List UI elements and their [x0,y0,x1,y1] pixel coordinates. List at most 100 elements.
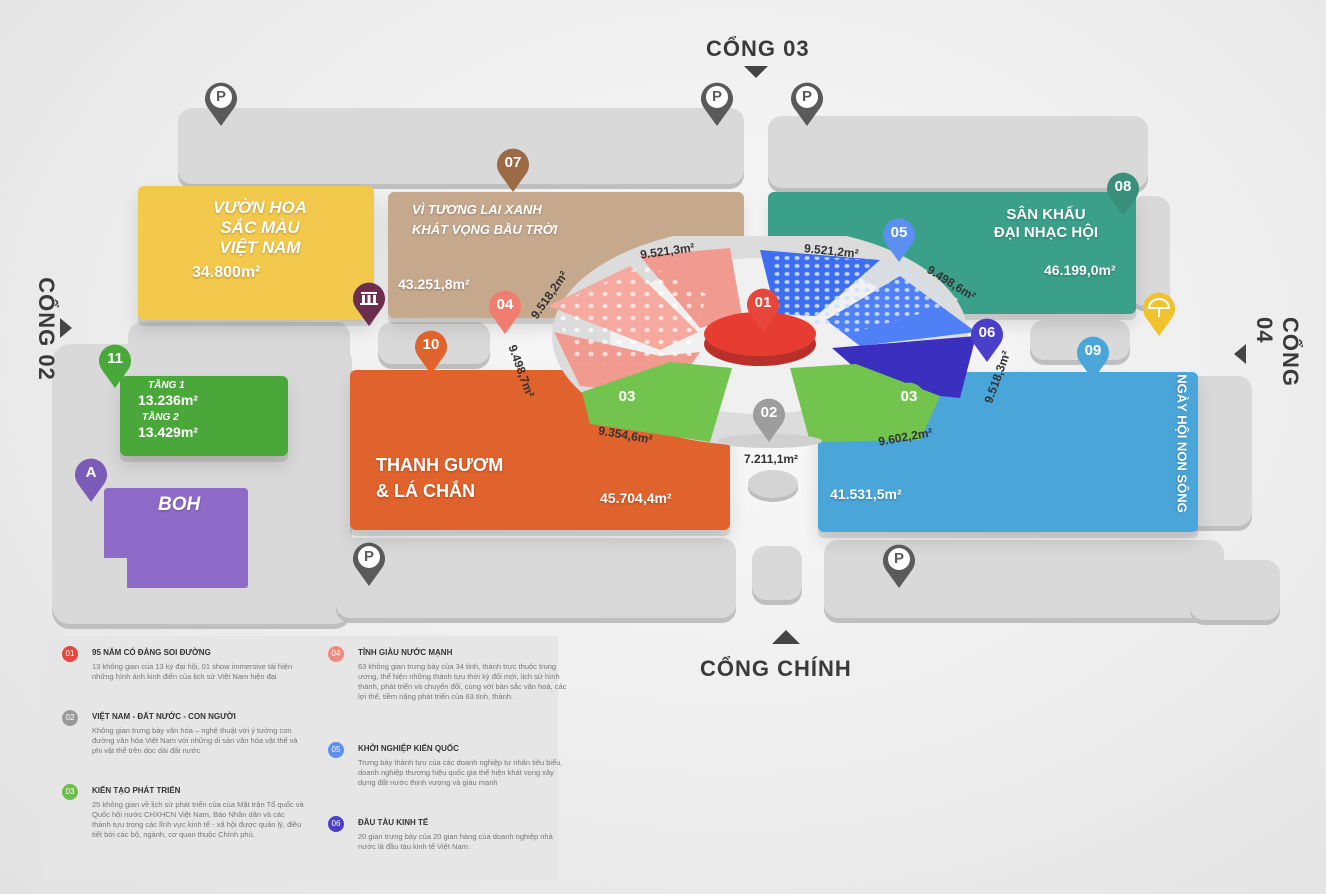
zone-11-floor1-area: 13.236m² [138,392,198,408]
zone-11-floor2-label: TẦNG 2 [142,412,179,423]
map-pin-icon [489,290,521,334]
legend-badge: 01 [62,646,78,662]
map-pin-icon [497,148,529,192]
legend-item-03: 03 KIẾN TẠO PHÁT TRIỂN 25 không gian về … [62,784,304,874]
map-pin-icon [883,218,915,262]
zone-pin-03-left[interactable]: 03 [608,380,646,428]
parking-pin-5[interactable]: P [880,542,918,590]
zone-02-pedestal [718,434,822,448]
legend-item-04: 04 TỈNH GIÀU NƯỚC MẠNH 63 không gian trư… [328,646,568,746]
zone-pin-09[interactable]: 09 [1074,334,1112,382]
parking-pin-3[interactable]: P [788,80,826,128]
gate-03-arrow-icon [744,66,768,78]
map-pin-icon [1107,172,1139,216]
zone-pin-07[interactable]: 07 [494,146,532,194]
legend-desc: Không gian trưng bày văn hóa – nghệ thuậ… [92,726,298,755]
map-pin-icon [753,398,785,442]
zone-garden-block[interactable] [138,186,374,320]
gate-main-label: CỔNG CHÍNH [700,656,852,681]
parking-lot-top-right [768,116,1148,188]
zone-02-area: 7.211,1m² [744,452,799,466]
boh-pin[interactable]: A [72,456,110,504]
legend-item-01: 01 95 NĂM CÓ ĐẢNG SOI ĐƯỜNG 13 không gia… [62,646,302,696]
map-pin-icon [611,382,643,426]
legend-item-02: 02 VIỆT NAM - ĐẤT NƯỚC - CON NGƯỜI Không… [62,710,302,780]
map-pin-icon [971,318,1003,362]
zone-02-column [748,470,798,498]
zone-pin-03-right[interactable]: 03 [890,380,928,428]
umbrella-pin[interactable] [1140,290,1178,338]
gate-04-arrow-icon [1234,344,1246,364]
boh-name: BOH [158,494,201,515]
legend-badge: 06 [328,816,344,832]
parking-pin-icon [701,82,733,126]
gate-main-arrow-icon [772,630,800,644]
zone-11-block[interactable] [120,376,288,456]
legend-badge: 05 [328,742,344,758]
museum-icon [353,282,385,326]
zone-pin-08[interactable]: 08 [1104,170,1142,218]
parking-pin-1[interactable]: P [202,80,240,128]
legend-desc: 20 gian trưng bày của 20 gian hàng của d… [358,832,553,851]
map-pin-icon [75,458,107,502]
zone-11-floor2-area: 13.429m² [138,424,198,440]
gate-04-label: CỔNG 04 [1252,317,1303,387]
zone-pin-06[interactable]: 06 [968,316,1006,364]
zone-pin-05[interactable]: 05 [880,216,918,264]
legend-desc: 25 không gian về lịch sử phát triển của … [92,800,304,839]
legend-badge: 03 [62,784,78,800]
zone-08-area: 46.199,0m² [1044,262,1116,278]
strip-right-top [1130,196,1170,306]
museum-pin[interactable] [350,280,388,328]
parking-pin-4[interactable]: P [350,540,388,588]
zone-garden-area: 34.800m² [192,264,261,281]
legend-item-06: 06 ĐẦU TÀU KINH TẾ 20 gian trưng bày của… [328,816,568,876]
umbrella-icon [1143,292,1175,336]
boh-block[interactable] [104,488,248,588]
zone-10-name: THANH GƯƠM & LÁ CHẮN [376,455,504,501]
zone-07-area: 43.251,8m² [398,276,470,292]
zone-09-name: NGÀY HỘI NON SÔNG [1174,374,1190,513]
parking-lot-bottom-left [336,538,736,618]
map-pin-icon [415,330,447,374]
zone-09-area: 41.531,5m² [830,486,902,502]
zone-08-name: SÂN KHẤU ĐẠI NHẠC HỘI [993,206,1099,241]
gate-plaza [752,546,802,600]
legend-badge: 02 [62,710,78,726]
zone-pin-10[interactable]: 10 [412,328,450,376]
parking-pin-icon [353,542,385,586]
legend-title: VIỆT NAM - ĐẤT NƯỚC - CON NGƯỜI [92,712,236,721]
zone-11-floor1-label: TẦNG 1 [148,380,185,391]
map-pin-icon [893,382,925,426]
zone-pin-01[interactable]: 01 [744,286,782,334]
parking-lot-top-left [178,108,744,184]
legend-title: KIẾN TẠO PHÁT TRIỂN [92,786,181,795]
sector-03-left[interactable] [582,362,732,442]
map-pin-icon [99,344,131,388]
zone-garden-name: VƯỜN HOA SẮC MÀU VIỆT NAM [212,198,308,257]
sector-03-right[interactable] [790,364,940,442]
gate-03-label: CỔNG 03 [706,36,810,61]
parking-pin-2[interactable]: P [698,80,736,128]
sector-06[interactable] [832,336,976,398]
map-pin-icon [747,288,779,332]
legend-title: 95 NĂM CÓ ĐẢNG SOI ĐƯỜNG [92,648,211,657]
legend-panel: 01 95 NĂM CÓ ĐẢNG SOI ĐƯỜNG 13 không gia… [42,636,566,880]
parking-pin-icon [791,82,823,126]
zone-pin-11[interactable]: 11 [96,342,134,390]
zone-pin-04[interactable]: 04 [486,288,524,336]
zone-07-name: VÌ TƯƠNG LAI XANH KHÁT VỌNG BẦU TRỜI [412,202,558,237]
zone-pin-02[interactable]: 02 [750,396,788,444]
map-pin-icon [1077,336,1109,380]
legend-title: KHỞI NGHIỆP KIẾN QUỐC [358,744,459,753]
zone-01-platform[interactable] [704,312,816,356]
legend-title: ĐẦU TÀU KINH TẾ [358,818,429,827]
legend-item-05: 05 KHỞI NGHIỆP KIẾN QUỐC Trưng bày thành… [328,742,568,812]
corner-block-right [1190,560,1280,620]
legend-badge: 04 [328,646,344,662]
zone-10-area: 45.704,4m² [600,490,672,506]
gate-02-arrow-icon [60,318,72,338]
parking-pin-icon [205,82,237,126]
legend-desc: 13 không gian của 13 kỳ đại hội, 01 show… [92,662,293,681]
gate-02-label: CỔNG 02 [33,277,59,381]
